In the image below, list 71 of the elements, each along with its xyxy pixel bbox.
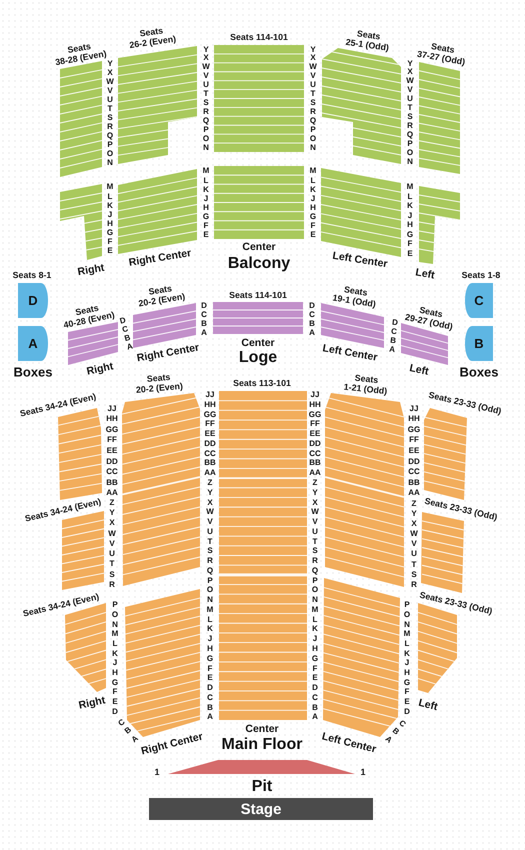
section-name: Boxes	[13, 366, 53, 380]
section-name: Left Center	[332, 250, 388, 270]
row-letters: P O N M L K J H G F E D	[404, 600, 410, 717]
seat-range-label: Seats 23-33 (Odd)	[428, 390, 502, 416]
section-name: Left	[414, 266, 436, 282]
row-letters: JJ HH GG FF EE DD CC BB AA	[408, 404, 420, 500]
section-name: Center	[245, 722, 279, 736]
seat-range-label: Seats 8-1	[12, 270, 52, 280]
seat-range-label: Seats 40-28 (Even)	[62, 302, 116, 330]
section-name: Left Center	[320, 730, 378, 756]
level-title: Main Floor	[222, 736, 302, 754]
section-name: Right	[76, 262, 106, 278]
section-name: Right Center	[128, 247, 192, 269]
seat-range-label: Seats 34-24 (Even)	[24, 496, 102, 524]
level-title: Loge	[238, 348, 278, 368]
row-letters: M L K J H G F E	[406, 182, 414, 258]
seat-range-label: Seats 1-8	[462, 270, 500, 280]
row-letters: Y X W V U T S R Q P O N	[406, 60, 414, 166]
section-name: Boxes	[459, 366, 499, 380]
row-letters: JJ HH GG FF EE DD CC BB AA Z Y X W V U T S R Q P O N M L K J H G F E D C B A	[308, 390, 322, 722]
row-letters: D C B A	[119, 316, 134, 352]
stage: Stage	[149, 798, 373, 820]
row-letters: D C B A	[388, 317, 398, 354]
seat-range-label: Seats 26-2 (Even)	[128, 24, 177, 50]
section-name: Right Center	[140, 730, 204, 758]
theater-box: A	[18, 326, 48, 361]
row-letters: D C B A	[201, 300, 207, 336]
seat-range-label: Seats 1-21 (Odd)	[343, 372, 389, 396]
seat-range-label: Seats 19-1 (Odd)	[332, 283, 378, 310]
seat-range-label: Seats 23-33 (Odd)	[424, 496, 498, 522]
section-name: Left	[408, 362, 430, 378]
section-name: Center	[242, 240, 276, 254]
level-title: Balcony	[228, 254, 290, 274]
seat-range-label: Seats 34-24 (Even)	[22, 591, 100, 619]
row-letters: JJ HH GG FF EE DD CC BB AA	[106, 404, 118, 500]
row-letters: C B A	[382, 718, 408, 746]
seat-range-label: Seats 113-101	[233, 378, 291, 388]
row-letters: C B A	[116, 717, 140, 745]
pit-label: Pit	[252, 778, 272, 796]
section-name: Right	[86, 360, 114, 378]
seat-range-label: Seats 114-101	[230, 32, 288, 42]
row-letters: Y X W V U T S R Q P O N	[309, 46, 317, 152]
seat-range-label: Seats 114-101	[229, 290, 287, 300]
seat-range-label: Seats 29-27 (Odd)	[404, 304, 455, 332]
section-name: Right Center	[136, 342, 200, 364]
row-letters: P O N M L K J H G F E D	[112, 600, 118, 717]
seat-range-label: Seats 34-24 (Even)	[18, 391, 98, 419]
seat-range-label: Seats 23-33 (Odd)	[418, 590, 494, 616]
seat-range-label: Seats 20-2 (Even)	[134, 370, 184, 396]
theater-box: D	[18, 283, 48, 318]
section-name: Right	[78, 694, 106, 712]
row-letters: M L K J H G F E	[106, 182, 114, 256]
row-letters: Z Y X W V U T S R	[108, 498, 116, 590]
seat-range-label: Seats 20-2 (Even)	[136, 282, 186, 309]
seat-range-label: Seats 37-27 (Odd)	[416, 40, 467, 68]
seat-range-label: Seats 25-1 (Odd)	[345, 27, 391, 54]
row-letters: M L K J H G F E	[202, 166, 210, 240]
row-letters: Y X W V U T S R Q P O N	[202, 46, 210, 152]
seat-range-label: Seats 38-28 (Even)	[53, 40, 108, 68]
row-letters: JJ HH GG FF EE DD CC BB AA Z Y X W V U T S R Q P O N M L K J H G F E D C B A	[204, 390, 216, 722]
section-name: Left	[417, 696, 439, 714]
seat-number: 1	[360, 766, 366, 778]
section-name: Left Center	[322, 342, 378, 364]
section-name: Center	[241, 336, 275, 350]
seat-number: 1	[154, 766, 160, 778]
row-letters: M L K J H G F E	[310, 166, 316, 240]
row-letters: D C B A	[309, 300, 315, 336]
theater-box: C	[465, 283, 493, 318]
theater-box: B	[465, 326, 493, 361]
row-letters: Y X W V U T S R Q P O N	[106, 58, 114, 166]
row-letters: Z Y X W V U T S R	[410, 498, 418, 590]
